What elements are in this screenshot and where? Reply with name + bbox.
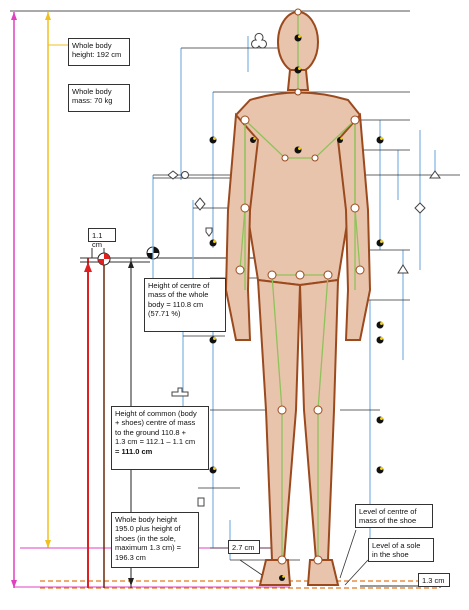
triangle-icon <box>397 264 409 274</box>
joint-icon <box>240 203 250 213</box>
segment-com-icon <box>294 66 302 74</box>
diamond-icon <box>167 170 179 180</box>
arrow-head-icon <box>45 12 51 20</box>
segment-com-icon <box>209 136 217 144</box>
left-arm <box>224 112 260 341</box>
offset-top-label: 1.1 cm <box>88 228 116 249</box>
joint-icon <box>277 405 287 415</box>
triangle-icon <box>429 170 441 179</box>
human-figure <box>224 11 372 586</box>
segment-com-icon <box>337 137 343 143</box>
right-leg <box>298 278 340 561</box>
trefoil-icon <box>251 32 267 49</box>
arrow-head-icon <box>84 262 92 272</box>
segment-com-icon <box>376 466 384 474</box>
joint-icon <box>295 270 305 280</box>
joint-icon <box>277 555 287 565</box>
segment-skeleton <box>239 12 361 560</box>
arrow-head-icon <box>11 580 17 588</box>
right-foot <box>306 559 340 586</box>
segment-com-icon <box>209 336 217 344</box>
segment-com-markers <box>209 34 384 581</box>
left-leg <box>256 278 302 561</box>
whole-body-mass-label: Whole body mass: 70 kg <box>68 84 130 112</box>
joint-icon <box>281 154 289 162</box>
pointer-line <box>344 559 369 586</box>
segment-com-icon <box>209 466 217 474</box>
segment-com-icon <box>294 34 302 42</box>
segment-com-icon <box>294 146 302 154</box>
joint-icon <box>350 115 360 125</box>
sole-level-label: Level of a sole in the shoe <box>368 538 434 562</box>
common-com-text: Height of common (body + shoes) centre o… <box>115 409 197 447</box>
com-marker-icon <box>98 259 104 265</box>
symbol-icons <box>167 32 441 507</box>
com-marker-icon <box>147 253 153 259</box>
segment-com-icon <box>376 416 384 424</box>
shoe-com-level-label: Level of centre of mass of the shoe <box>355 504 433 528</box>
com-marker-icon <box>153 247 159 253</box>
segment-com-icon <box>376 239 384 247</box>
common-com-label: Height of common (body + shoes) centre o… <box>111 406 209 470</box>
offset-13-label: 1.3 cm <box>418 573 450 587</box>
whole-height-shoes-label: Whole body height 195.0 plus height of s… <box>111 512 199 568</box>
joint-icon <box>355 265 365 275</box>
joint-icon <box>267 270 277 280</box>
joint-icon <box>323 270 333 280</box>
joint-icon <box>235 265 245 275</box>
com-marker-icon <box>104 253 110 259</box>
arrow-head-icon <box>128 578 134 586</box>
joint-icon <box>313 555 323 565</box>
joint-markers <box>235 8 365 565</box>
segment-com-icon <box>279 575 285 581</box>
pointer-line <box>239 559 263 576</box>
common-com-result: = 111.0 cm <box>115 446 153 456</box>
left-foot <box>258 559 292 586</box>
joint-icon <box>294 8 302 16</box>
bell-icon <box>205 227 213 237</box>
segment-com-icon <box>376 321 384 329</box>
segment-com-icon <box>376 136 384 144</box>
segment-com-icon <box>376 336 384 344</box>
arrow-head-icon <box>11 12 17 20</box>
com-whole-body-label: Height of centre of mass of the whole bo… <box>144 278 226 332</box>
offset-27-label: 2.7 cm <box>228 540 260 554</box>
arrow-head-icon <box>128 260 134 268</box>
joint-icon <box>350 203 360 213</box>
joint-icon <box>294 88 302 96</box>
right-arm <box>336 112 372 341</box>
joint-icon <box>313 405 323 415</box>
diamond-icon <box>414 202 426 214</box>
whole-body-height-label: Whole body height: 192 cm <box>68 38 130 66</box>
plus-shape-icon <box>171 387 189 397</box>
segment-com-icon <box>250 137 256 143</box>
joint-icon <box>311 154 319 162</box>
segment-com-icon <box>209 239 217 247</box>
bracket-icon <box>197 497 205 507</box>
circle-icon <box>181 171 189 179</box>
diamond-icon <box>194 197 206 211</box>
joint-icon <box>240 115 250 125</box>
pointer-line <box>339 529 357 579</box>
torso <box>234 91 362 287</box>
arrow-head-icon <box>45 540 51 548</box>
